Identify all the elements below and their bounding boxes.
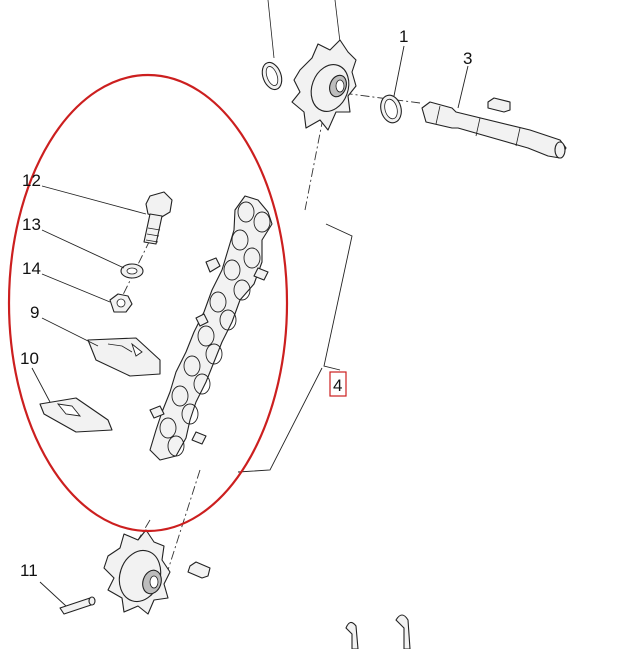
callout-4-box	[329, 371, 347, 397]
highlight-ellipse	[7, 73, 289, 533]
slider-plate-9-icon	[87, 337, 161, 377]
leader-13	[41, 229, 125, 269]
drive-shaft-icon	[421, 101, 567, 159]
callout-13: 13	[22, 215, 41, 234]
upper-sprocket-axis	[304, 117, 324, 211]
leader-12	[41, 185, 147, 215]
lower-key-icon	[187, 561, 211, 579]
shaft-key-icon	[487, 97, 511, 113]
chain-bracket-leader	[237, 223, 353, 473]
leader-9	[41, 317, 99, 347]
cotter-pin-right-icon	[395, 614, 411, 649]
upper-sprocket-icon	[291, 39, 357, 131]
callout-12: 12	[22, 171, 41, 190]
nut-icon	[109, 293, 133, 313]
leader-3	[457, 65, 469, 109]
leader-10	[31, 367, 51, 403]
circlip-right-icon	[380, 94, 402, 124]
callout-9: 9	[30, 303, 39, 322]
top-right-guide-line	[334, 0, 341, 43]
circlip-left-icon	[261, 61, 283, 91]
callout-10: 10	[20, 349, 39, 368]
callout-14: 14	[22, 259, 41, 278]
cotter-pin-left-icon	[345, 621, 359, 649]
slider-plate-10-icon	[39, 397, 113, 433]
leader-11	[39, 581, 67, 607]
top-left-guide-line	[267, 0, 275, 59]
washer-icon	[120, 263, 144, 279]
lower-right-axis	[167, 469, 201, 571]
lower-sprocket-icon	[103, 529, 171, 615]
leader-14	[41, 273, 111, 303]
callout-11: 11	[20, 561, 38, 580]
pin-icon	[59, 596, 96, 615]
bolt-icon	[143, 191, 173, 245]
callout-1: 1	[399, 27, 408, 46]
leader-1	[393, 45, 405, 97]
roller-chain-icon	[149, 195, 273, 461]
callout-4: 4	[333, 376, 342, 395]
callout-3: 3	[463, 49, 472, 68]
